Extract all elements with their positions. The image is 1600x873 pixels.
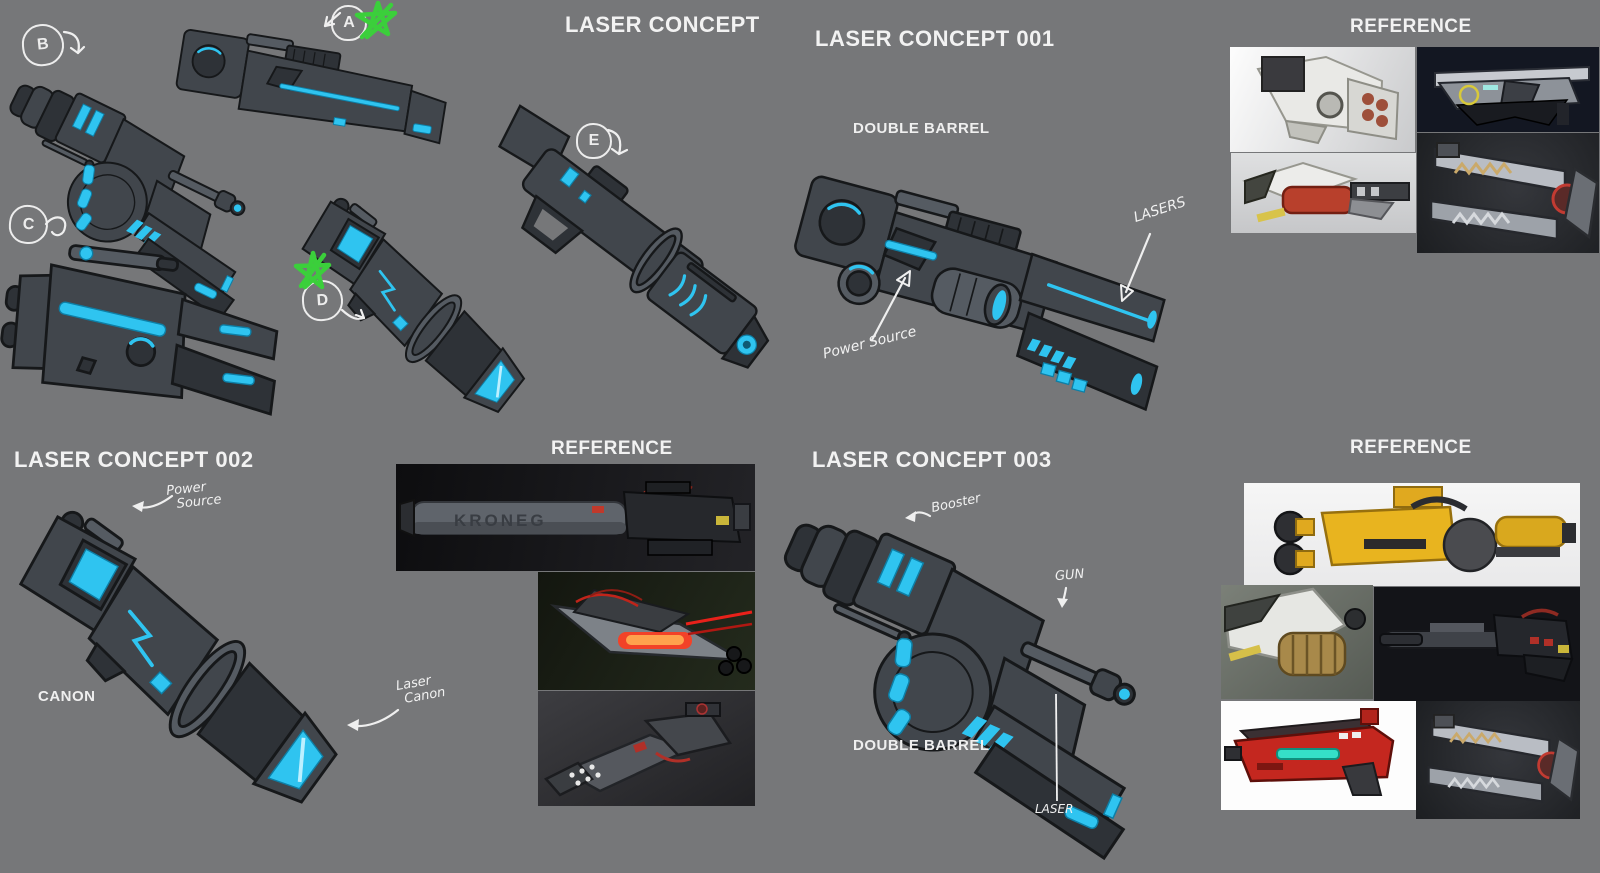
reference-image-red-canister-weapon [1231,153,1416,233]
concept-002-title: LASER CONCEPT 002 [14,447,254,472]
reference-image-yellow-industrial-weapon [1244,483,1580,586]
reference-image-red-rifle [1221,701,1416,810]
reference-image-white-cannon [1230,47,1415,152]
reference-image-dark-sniper [1374,587,1580,701]
reference-image-chrome-spring-weapon-bottom [1416,701,1580,819]
view-label-e: E [576,123,612,159]
weapon-a-drawing [172,22,453,145]
concept-002-subtitle: CANON [38,688,96,705]
weapon-002-drawing [0,499,366,821]
reference-image-dark-cannon [538,691,755,806]
annotation-power-source-002: Power Source [165,479,223,512]
concept-003-title: LASER CONCEPT 003 [812,447,1052,472]
reference-image-chrome-spring-weapon-top [1417,133,1599,253]
annotation-laser-003: LASER [1035,802,1074,816]
reference-top-title: REFERENCE [1350,16,1472,37]
reference-image-red-glow-laser [538,572,755,690]
reference-bottom-title: REFERENCE [1350,437,1472,458]
weapon-e-drawing [460,100,796,389]
reference-image-white-olive-closeup [1221,585,1373,699]
reference-image-kroneg-rifle: KRONEG [396,464,755,571]
main-concept-title: LASER CONCEPT [565,12,760,37]
reference-mid-title: REFERENCE [551,438,673,459]
view-label-a: A [331,5,367,41]
weapon-c-drawing [0,236,290,416]
reference-weapon-brand-text: KRONEG [454,511,547,530]
weapon-001-drawing [776,166,1186,412]
weapon-003-drawing [724,498,1196,863]
concept-001-subtitle: DOUBLE BARREL [853,120,990,137]
concept-001-title: LASER CONCEPT 001 [815,26,1055,51]
annotation-gun-003: GUN [1054,566,1085,585]
concept-003-subtitle: DOUBLE BARREL [853,737,990,754]
reference-image-silver-rifle [1417,47,1599,132]
